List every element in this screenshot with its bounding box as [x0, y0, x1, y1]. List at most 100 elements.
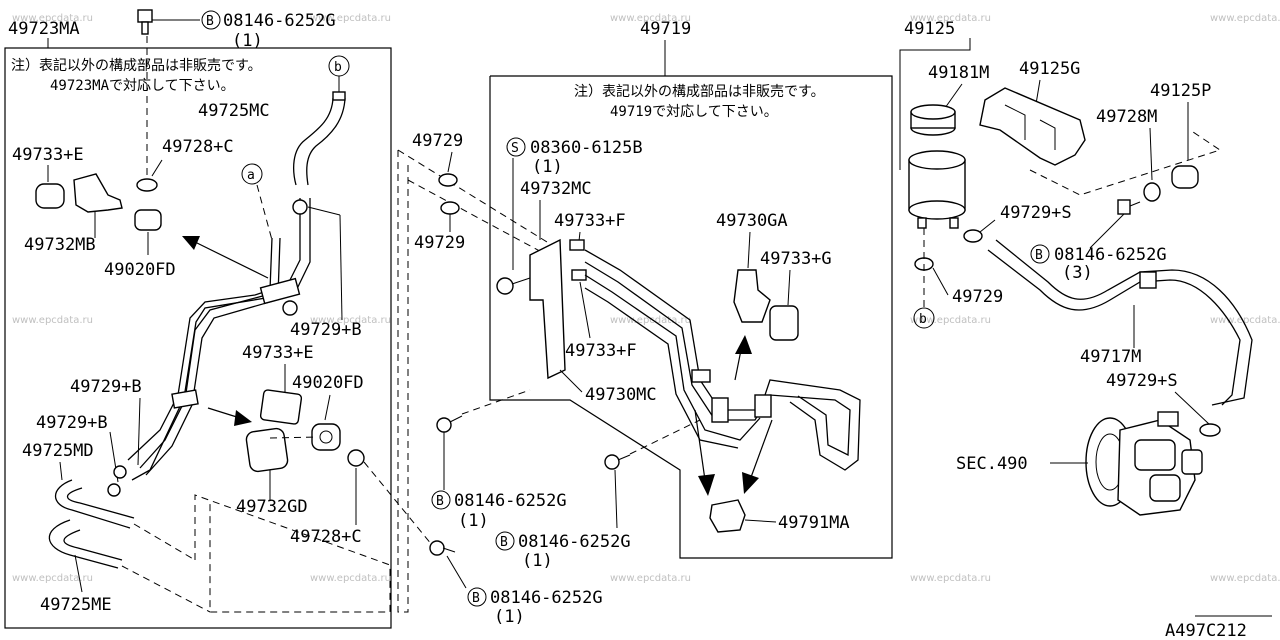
label-49729b-1: 49729+B: [290, 320, 362, 340]
hose-clip-icon: [1139, 271, 1157, 289]
washer-icon: [347, 449, 365, 467]
grommet-hole: [319, 430, 333, 444]
label-bolt-top: 08146-6252G: [223, 11, 336, 31]
hose-clip-icon: [113, 465, 127, 479]
leader-line: [137, 397, 141, 466]
screw-icon: [496, 277, 531, 295]
pipe-clamp: [571, 269, 587, 281]
b-symbol-icon: [467, 587, 487, 607]
circle-b-text: b: [334, 60, 342, 75]
grommet-icon: [134, 209, 162, 231]
dashed-guide: [1029, 129, 1222, 196]
label-49181m: 49181M: [928, 63, 989, 83]
label-49125p: 49125P: [1150, 81, 1211, 101]
arrow-head-icon: [698, 474, 715, 496]
hose-49725mc: [293, 97, 334, 186]
leader-line: [1174, 391, 1211, 426]
leader-line: [979, 219, 996, 233]
arrow-head-icon: [182, 236, 200, 250]
leader-line: [744, 519, 777, 523]
s-symbol: S: [511, 141, 519, 156]
washer-icon: [136, 178, 158, 192]
label-49020fd-2: 49020FD: [292, 373, 364, 393]
pipe-clamp: [754, 394, 772, 418]
clamp-49791ma-icon: [709, 499, 746, 533]
s-symbol-icon: [506, 137, 526, 157]
hose-clip-icon: [1199, 423, 1221, 437]
leader-line: [787, 269, 791, 306]
pipe-clamp: [569, 239, 585, 251]
watermark: www.epcdata.ru: [310, 573, 391, 584]
bolt-icon: [137, 9, 153, 35]
bolt-icon: [604, 454, 631, 470]
hose-clip-icon: [440, 201, 460, 215]
pipe-line: [139, 198, 301, 469]
label-bolt-r: 08146-6252G: [1054, 245, 1167, 265]
b-symbol-icon: [431, 490, 451, 510]
label-49729-1: 49729: [412, 131, 463, 151]
hose-clip-icon: [438, 173, 458, 187]
direction-arrow: [194, 241, 269, 279]
arrow-head-icon: [735, 335, 752, 354]
bolt-icon: [436, 415, 463, 433]
label-49729s-1: 49729+S: [1000, 203, 1072, 223]
label-49733e-2: 49733+E: [242, 343, 314, 363]
dashed-guide: [407, 179, 561, 263]
leader-line: [932, 267, 949, 296]
label-49729-3: 49729: [952, 287, 1003, 307]
circle-b-text: b: [919, 312, 927, 327]
pipe-clamp: [171, 389, 199, 409]
watermarks: www.epcdata.ru www.epcdata.ru www.epcdat…: [12, 13, 1280, 584]
label-49717m: 49717M: [1080, 347, 1141, 367]
rubber-bushing-icon: [35, 183, 65, 209]
label-screw-s: 08360-6125B: [530, 138, 643, 158]
label-49732mb: 49732MB: [24, 235, 96, 255]
label-49125g: 49125G: [1019, 59, 1080, 79]
leader-line: [151, 159, 163, 177]
label-bolt-r-qty: (3): [1062, 263, 1093, 283]
label-49729s-2: 49729+S: [1106, 371, 1178, 391]
label-49733e-1: 49733+E: [12, 145, 84, 165]
watermark: www.epcdata.ru: [910, 573, 991, 584]
label-49732mc: 49732MC: [520, 179, 592, 199]
b-symbol-icon: [495, 531, 515, 551]
grommet-icon: [311, 423, 341, 451]
watermark: www.epcdata.ru: [12, 13, 93, 24]
label-bolt-b2: 08146-6252G: [518, 532, 631, 552]
leader-line: [1089, 213, 1125, 249]
leader-line: [446, 555, 467, 589]
hose-49717m: [987, 249, 1241, 406]
bracket-49730mc: [529, 238, 566, 380]
b-symbol: B: [1035, 248, 1043, 263]
label-49725me: 49725ME: [40, 595, 112, 615]
pipe-clamp: [259, 277, 301, 305]
leader-line: [447, 151, 453, 173]
dashed-guide: [461, 389, 531, 415]
leader-line: [579, 281, 591, 339]
label-49729b-2: 49729+B: [70, 377, 142, 397]
rubber-bushing-icon: [259, 389, 303, 425]
watermark: www.epcdata.ru: [12, 315, 93, 326]
dashed-guide: [256, 184, 273, 241]
dashed-guide: [269, 436, 319, 439]
label-screw-s-qty: (1): [532, 157, 563, 177]
leader-line: [339, 214, 343, 321]
hose-49717m: [995, 239, 1253, 406]
leader-line: [559, 369, 583, 393]
label-49732gd: 49732GD: [236, 497, 308, 517]
leader-line: [1149, 127, 1153, 181]
hose-49725md: [66, 487, 135, 519]
label-49729b-3: 49729+B: [36, 413, 108, 433]
leader-line: [324, 394, 331, 421]
reservoir-tank-icon: [908, 150, 966, 229]
leader-line: [747, 231, 751, 269]
leader-line: [899, 38, 971, 170]
label-49733f-2: 49733+F: [565, 341, 637, 361]
b-symbol: B: [500, 535, 508, 550]
reservoir-bracket-icon: [979, 87, 1086, 166]
circle-a-icon: [241, 163, 263, 185]
right-assembly: 49125 49181M 49125G 49125P 49728M: [899, 19, 1272, 640]
diagram-code: A497C212: [1165, 621, 1247, 640]
arrow-head-icon: [742, 472, 759, 494]
